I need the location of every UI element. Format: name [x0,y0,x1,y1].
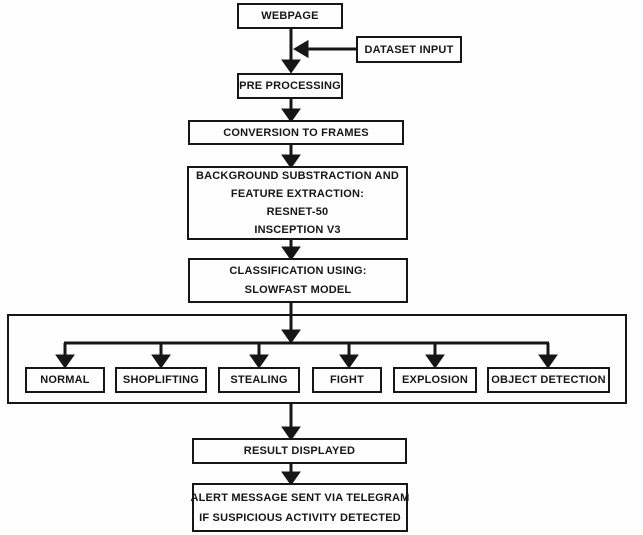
category-stealing-label: STEALING [230,374,288,386]
arrowhead-branch-normal [55,354,75,369]
node-pre-processing: PRE PROCESSING [237,73,343,99]
arrowhead-branch-object-detection [538,354,558,369]
category-explosion-label: EXPLOSION [402,374,468,386]
category-normal-label: NORMAL [40,374,90,386]
arrowhead-branch-fight [339,354,359,369]
node-result-displayed: RESULT DISPLAYED [192,438,407,464]
node-pre-processing-label: PRE PROCESSING [239,80,341,92]
node-conversion-to-frames-label: CONVERSION TO FRAMES [223,126,369,139]
category-object-detection-label: OBJECT DETECTION [491,374,606,386]
classification-output-group-box [7,314,627,404]
node-classification: CLASSIFICATION USING: SLOWFAST MODEL [188,258,408,303]
arrowhead-container-to-result [281,426,301,441]
arrowhead-result-to-alert [281,471,301,486]
node-webpage-label: WEBPAGE [261,10,319,22]
node-category-stealing: STEALING [218,367,300,393]
node-result-displayed-label: RESULT DISPLAYED [243,445,356,457]
feature-extraction-line-1: BACKGROUND SUBSTRACTION AND [196,170,399,182]
feature-extraction-line-3: RESNET-50 [266,206,329,218]
node-alert-message: ALERT MESSAGE SENT VIA TELEGRAM IF SUSPI… [190,483,410,532]
node-category-shoplifting: SHOPLIFTING [115,367,207,393]
arrowhead-preprocessing-to-conversion [281,108,301,123]
classification-line-1: CLASSIFICATION USING: [229,264,367,277]
arrowhead-webpage-to-preprocessing [281,59,301,74]
node-category-fight: FIGHT [312,367,382,393]
arrowhead-conversion-to-extraction [281,154,301,169]
node-webpage: WEBPAGE [237,3,343,29]
feature-extraction-line-2: FEATURE EXTRACTION: [230,188,365,200]
node-conversion-to-frames: CONVERSION TO FRAMES [188,120,404,145]
category-shoplifting-label: SHOPLIFTING [122,374,200,386]
alert-message-line-2: IF SUSPICIOUS ACTIVITY DETECTED [199,511,401,524]
node-dataset-input-label: DATASET INPUT [364,43,454,56]
feature-extraction-line-4: INSCEPTION V3 [254,224,341,236]
arrowhead-extraction-to-classification [281,246,301,261]
alert-message-line-1: ALERT MESSAGE SENT VIA TELEGRAM [190,491,410,504]
arrowhead-branch-explosion [425,354,445,369]
arrowhead-branch-shoplifting [151,354,171,369]
node-dataset-input: DATASET INPUT [356,36,462,63]
node-category-explosion: EXPLOSION [393,367,477,393]
classification-line-2: SLOWFAST MODEL [244,283,352,296]
node-category-object-detection: OBJECT DETECTION [487,367,610,393]
arrowhead-branch-stealing [249,354,269,369]
node-feature-extraction: BACKGROUND SUBSTRACTION AND FEATURE EXTR… [187,166,408,240]
node-category-normal: NORMAL [25,367,105,393]
category-fight-label: FIGHT [330,374,364,386]
arrowhead-classification-to-branches [281,329,301,344]
arrowhead-dataset-to-flow [293,39,309,59]
